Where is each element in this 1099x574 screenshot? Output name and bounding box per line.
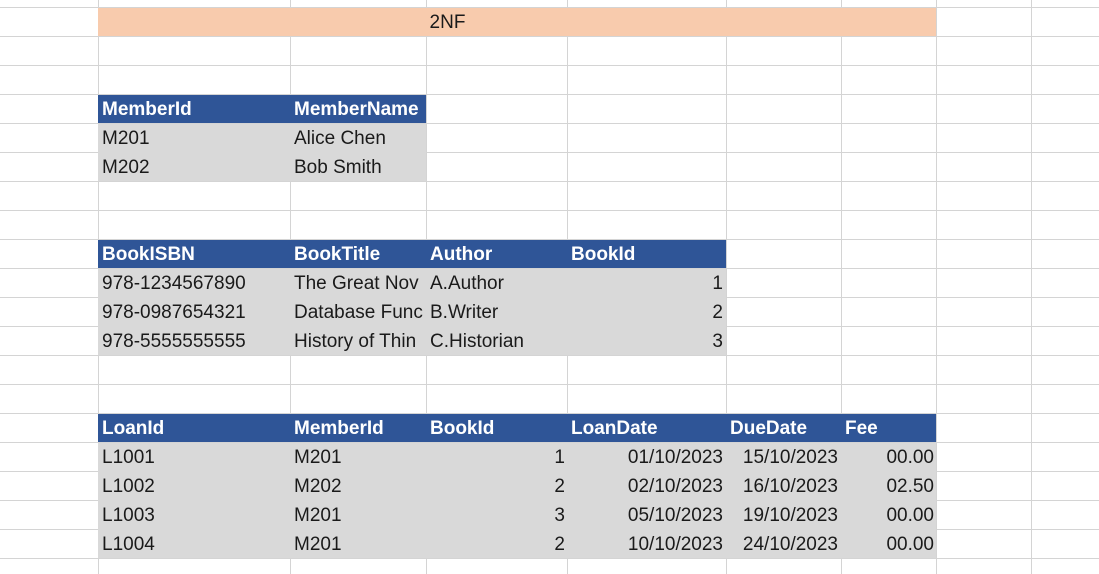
books-header-author[interactable]: Author bbox=[430, 244, 493, 265]
loans-cell-memberid[interactable]: M201 bbox=[294, 505, 342, 526]
loans-cell-loandate[interactable]: 10/10/2023 bbox=[627, 534, 723, 555]
members-body bbox=[98, 124, 426, 181]
books-cell-isbn[interactable]: 978-5555555555 bbox=[102, 331, 246, 352]
books-cell-author[interactable]: A.Author bbox=[430, 273, 504, 294]
loans-header-row bbox=[98, 414, 936, 442]
row-gridline bbox=[0, 355, 1099, 356]
row-gridline bbox=[0, 268, 1099, 269]
row-gridline bbox=[0, 65, 1099, 66]
row-gridline bbox=[0, 384, 1099, 385]
loans-cell-loanid[interactable]: L1004 bbox=[102, 534, 155, 555]
sheet-title[interactable]: 2NF bbox=[429, 12, 466, 33]
loans-cell-bookid[interactable]: 2 bbox=[554, 476, 565, 497]
members-header-row bbox=[98, 95, 426, 123]
loans-cell-loanid[interactable]: L1001 bbox=[102, 447, 155, 468]
loans-cell-memberid[interactable]: M201 bbox=[294, 447, 342, 468]
books-cell-title[interactable]: History of Thin bbox=[294, 331, 417, 352]
loans-header-loandate[interactable]: LoanDate bbox=[571, 418, 658, 439]
loans-cell-loandate[interactable]: 02/10/2023 bbox=[627, 476, 723, 497]
loans-cell-bookid[interactable]: 1 bbox=[554, 447, 565, 468]
loans-cell-memberid[interactable]: M201 bbox=[294, 534, 342, 555]
loans-header-bookid[interactable]: BookId bbox=[430, 418, 495, 439]
books-cell-isbn[interactable]: 978-0987654321 bbox=[102, 302, 246, 323]
row-gridline bbox=[0, 442, 1099, 443]
row-gridline bbox=[0, 94, 1099, 95]
members-cell-memberid[interactable]: M202 bbox=[102, 157, 150, 178]
loans-cell-duedate[interactable]: 15/10/2023 bbox=[742, 447, 838, 468]
loans-cell-loandate[interactable]: 01/10/2023 bbox=[627, 447, 723, 468]
books-cell-author[interactable]: C.Historian bbox=[430, 331, 524, 352]
books-cell-title[interactable]: The Great Nov bbox=[294, 273, 419, 294]
loans-body bbox=[98, 443, 936, 558]
loans-cell-loandate[interactable]: 05/10/2023 bbox=[627, 505, 723, 526]
column-gridline bbox=[726, 0, 727, 574]
loans-cell-fee[interactable]: 00.00 bbox=[886, 534, 934, 555]
books-header-isbn[interactable]: BookISBN bbox=[102, 244, 195, 265]
row-gridline bbox=[0, 558, 1099, 559]
row-gridline bbox=[0, 36, 1099, 37]
members-cell-membername[interactable]: Alice Chen bbox=[294, 128, 386, 149]
members-header-membername[interactable]: MemberName bbox=[294, 99, 419, 120]
loans-cell-fee[interactable]: 00.00 bbox=[886, 447, 934, 468]
row-gridline bbox=[0, 7, 1099, 8]
books-cell-isbn[interactable]: 978-1234567890 bbox=[102, 273, 246, 294]
loans-cell-duedate[interactable]: 24/10/2023 bbox=[742, 534, 838, 555]
books-header-bookid[interactable]: BookId bbox=[571, 244, 636, 265]
loans-header-memberid[interactable]: MemberId bbox=[294, 418, 384, 439]
row-gridline bbox=[0, 152, 1099, 153]
loans-header-loanid[interactable]: LoanId bbox=[102, 418, 165, 439]
title-banner bbox=[98, 8, 936, 36]
row-gridline bbox=[0, 181, 1099, 182]
row-gridline bbox=[0, 210, 1099, 211]
row-gridline bbox=[0, 123, 1099, 124]
loans-cell-fee[interactable]: 00.00 bbox=[886, 505, 934, 526]
books-body bbox=[98, 269, 726, 355]
loans-cell-memberid[interactable]: M202 bbox=[294, 476, 342, 497]
books-cell-bookid[interactable]: 2 bbox=[712, 302, 723, 323]
column-gridline bbox=[936, 0, 937, 574]
books-header-row bbox=[98, 240, 726, 268]
books-cell-bookid[interactable]: 3 bbox=[712, 331, 723, 352]
row-gridline bbox=[0, 239, 1099, 240]
loans-cell-duedate[interactable]: 19/10/2023 bbox=[742, 505, 838, 526]
row-gridline bbox=[0, 413, 1099, 414]
members-header-memberid[interactable]: MemberId bbox=[102, 99, 192, 120]
books-cell-bookid[interactable]: 1 bbox=[712, 273, 723, 294]
members-cell-memberid[interactable]: M201 bbox=[102, 128, 150, 149]
column-gridline bbox=[1031, 0, 1032, 574]
loans-cell-fee[interactable]: 02.50 bbox=[886, 476, 934, 497]
loans-cell-bookid[interactable]: 2 bbox=[554, 534, 565, 555]
books-header-title[interactable]: BookTitle bbox=[294, 244, 381, 265]
books-cell-author[interactable]: B.Writer bbox=[430, 302, 499, 323]
loans-cell-loanid[interactable]: L1003 bbox=[102, 505, 155, 526]
books-cell-title[interactable]: Database Func bbox=[294, 302, 423, 323]
loans-header-duedate[interactable]: DueDate bbox=[730, 418, 808, 439]
loans-cell-loanid[interactable]: L1002 bbox=[102, 476, 155, 497]
loans-cell-bookid[interactable]: 3 bbox=[554, 505, 565, 526]
members-cell-membername[interactable]: Bob Smith bbox=[294, 157, 382, 178]
column-gridline bbox=[841, 0, 842, 574]
loans-header-fee[interactable]: Fee bbox=[845, 418, 878, 439]
loans-cell-duedate[interactable]: 16/10/2023 bbox=[742, 476, 838, 497]
